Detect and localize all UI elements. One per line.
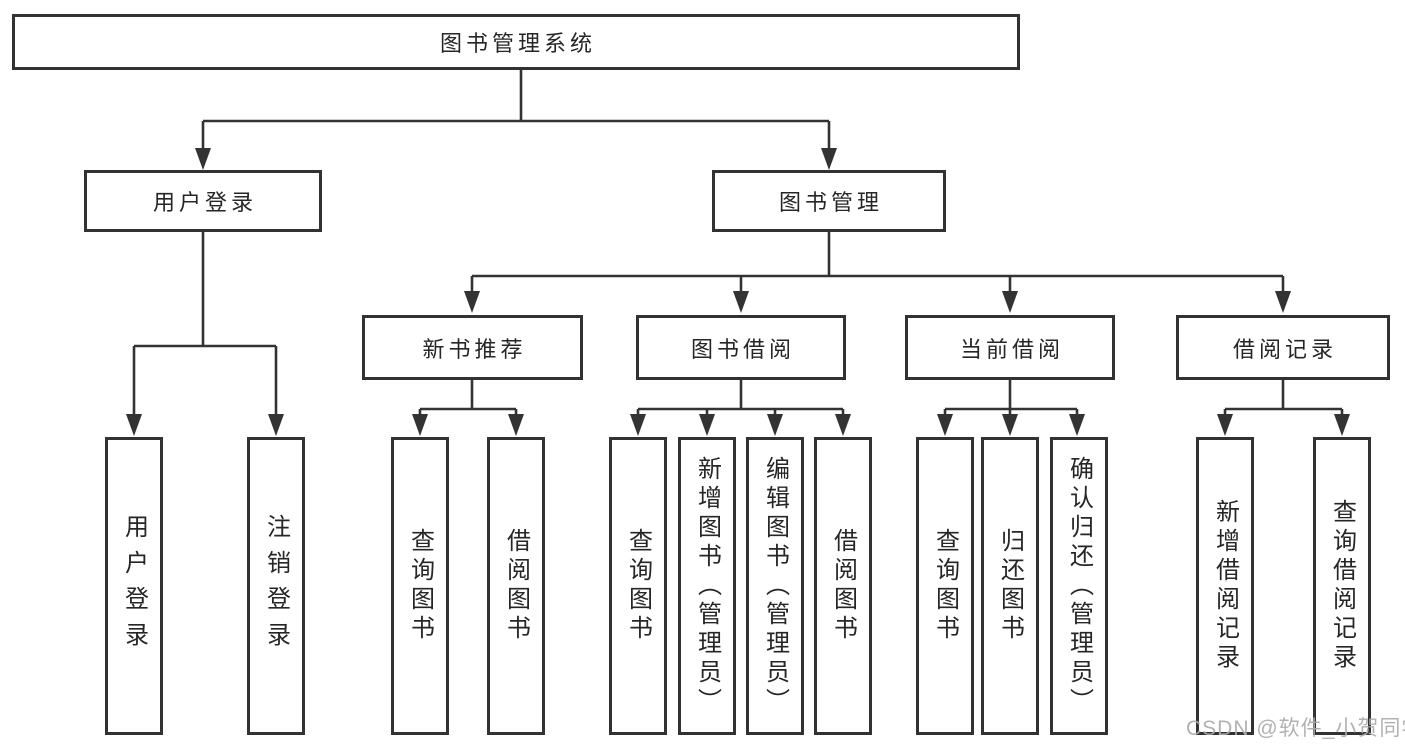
leaf-add-borrow-record-label: 新增借阅记录 (1211, 499, 1239, 673)
node-current-borrowing: 当前借阅 (905, 315, 1115, 380)
leaf-user-login: 用户登录 (105, 437, 163, 735)
leaf-return-books: 归还图书 (981, 437, 1039, 735)
leaf-return-books-label: 归还图书 (996, 528, 1024, 644)
node-borrowing-records: 借阅记录 (1176, 315, 1390, 380)
node-user-login-label: 用户登录 (152, 190, 257, 215)
csdn-watermark: CSDN @软件_小贺同学 (1186, 717, 1405, 740)
leaf-borrowing-query-books: 查询图书 (609, 437, 667, 735)
leaf-borrow-books: 借阅图书 (814, 437, 872, 735)
leaf-add-books-admin: 新增图书（管理员） (678, 437, 736, 735)
leaf-recommend-borrow-books: 借阅图书 (487, 437, 545, 735)
leaf-user-login-label: 用户登录 (120, 514, 148, 658)
leaf-query-borrow-record: 查询借阅记录 (1313, 437, 1371, 735)
node-borrowing-records-label: 借阅记录 (1232, 336, 1337, 362)
leaf-current-query-books-label: 查询图书 (931, 528, 959, 644)
leaf-recommend-borrow-books-label: 借阅图书 (502, 528, 530, 644)
leaf-borrowing-query-books-label: 查询图书 (624, 528, 652, 644)
leaf-current-query-books: 查询图书 (916, 437, 974, 735)
leaf-edit-books-admin: 编辑图书（管理员） (746, 437, 804, 735)
node-book-management: 图书管理 (712, 170, 946, 232)
leaf-logout: 注销登录 (247, 437, 305, 735)
leaf-borrow-books-label: 借阅图书 (829, 528, 857, 644)
leaf-query-borrow-record-label: 查询借阅记录 (1328, 499, 1356, 673)
leaf-logout-label: 注销登录 (262, 514, 290, 658)
node-root-label: 图书管理系统 (439, 31, 596, 56)
leaf-recommend-query-books: 查询图书 (391, 437, 449, 735)
node-root: 图书管理系统 (12, 14, 1020, 70)
leaf-add-books-admin-label: 新增图书（管理员） (693, 455, 721, 717)
leaf-recommend-query-books-label: 查询图书 (406, 528, 434, 644)
node-book-borrowing-label: 图书借阅 (690, 336, 795, 362)
leaf-confirm-return-admin: 确认归还（管理员） (1050, 437, 1108, 735)
node-book-borrowing: 图书借阅 (636, 315, 846, 380)
node-book-management-label: 图书管理 (778, 190, 883, 215)
leaf-add-borrow-record: 新增借阅记录 (1196, 437, 1254, 735)
node-user-login: 用户登录 (84, 170, 322, 232)
node-current-borrowing-label: 当前借阅 (959, 336, 1064, 362)
leaf-confirm-return-admin-label: 确认归还（管理员） (1065, 455, 1093, 717)
leaf-edit-books-admin-label: 编辑图书（管理员） (761, 455, 789, 717)
node-new-book-recommend-label: 新书推荐 (422, 336, 527, 362)
node-new-book-recommend: 新书推荐 (362, 315, 583, 380)
